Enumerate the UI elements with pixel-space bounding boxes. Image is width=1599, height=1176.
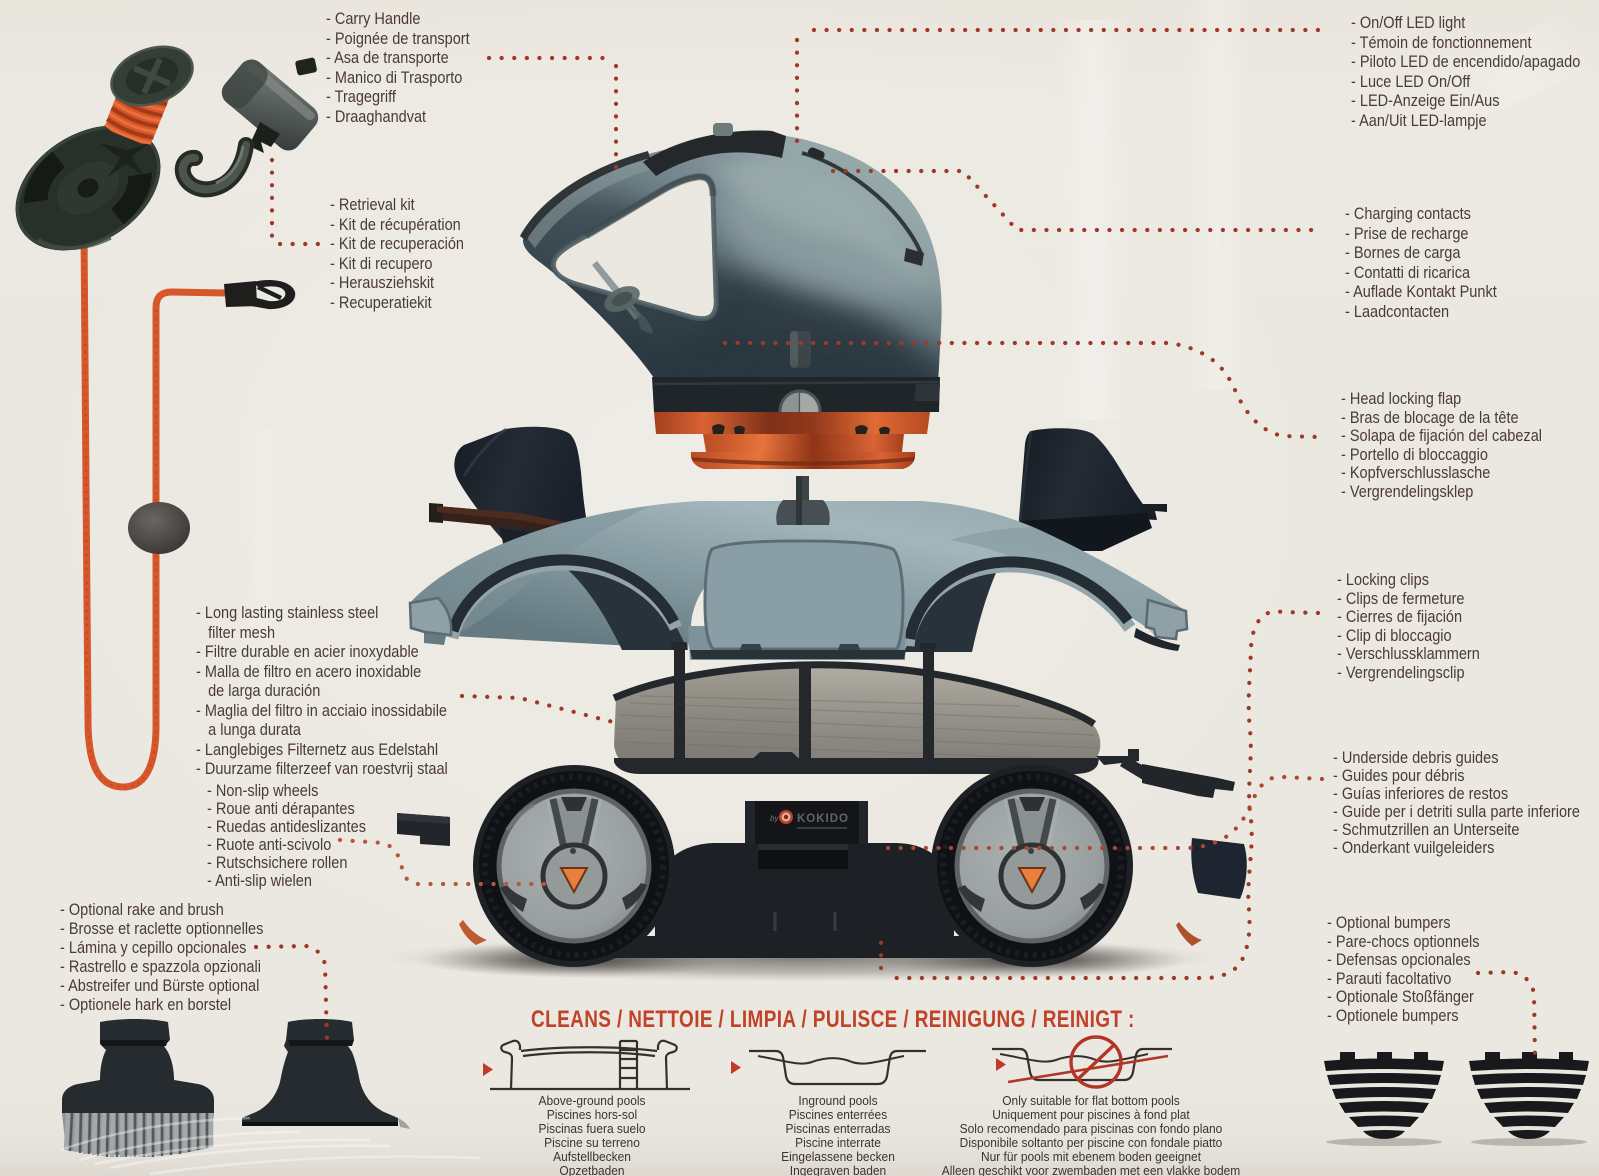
- svg-text:by: by: [770, 814, 779, 823]
- svg-text:KOKIDO: KOKIDO: [797, 813, 849, 825]
